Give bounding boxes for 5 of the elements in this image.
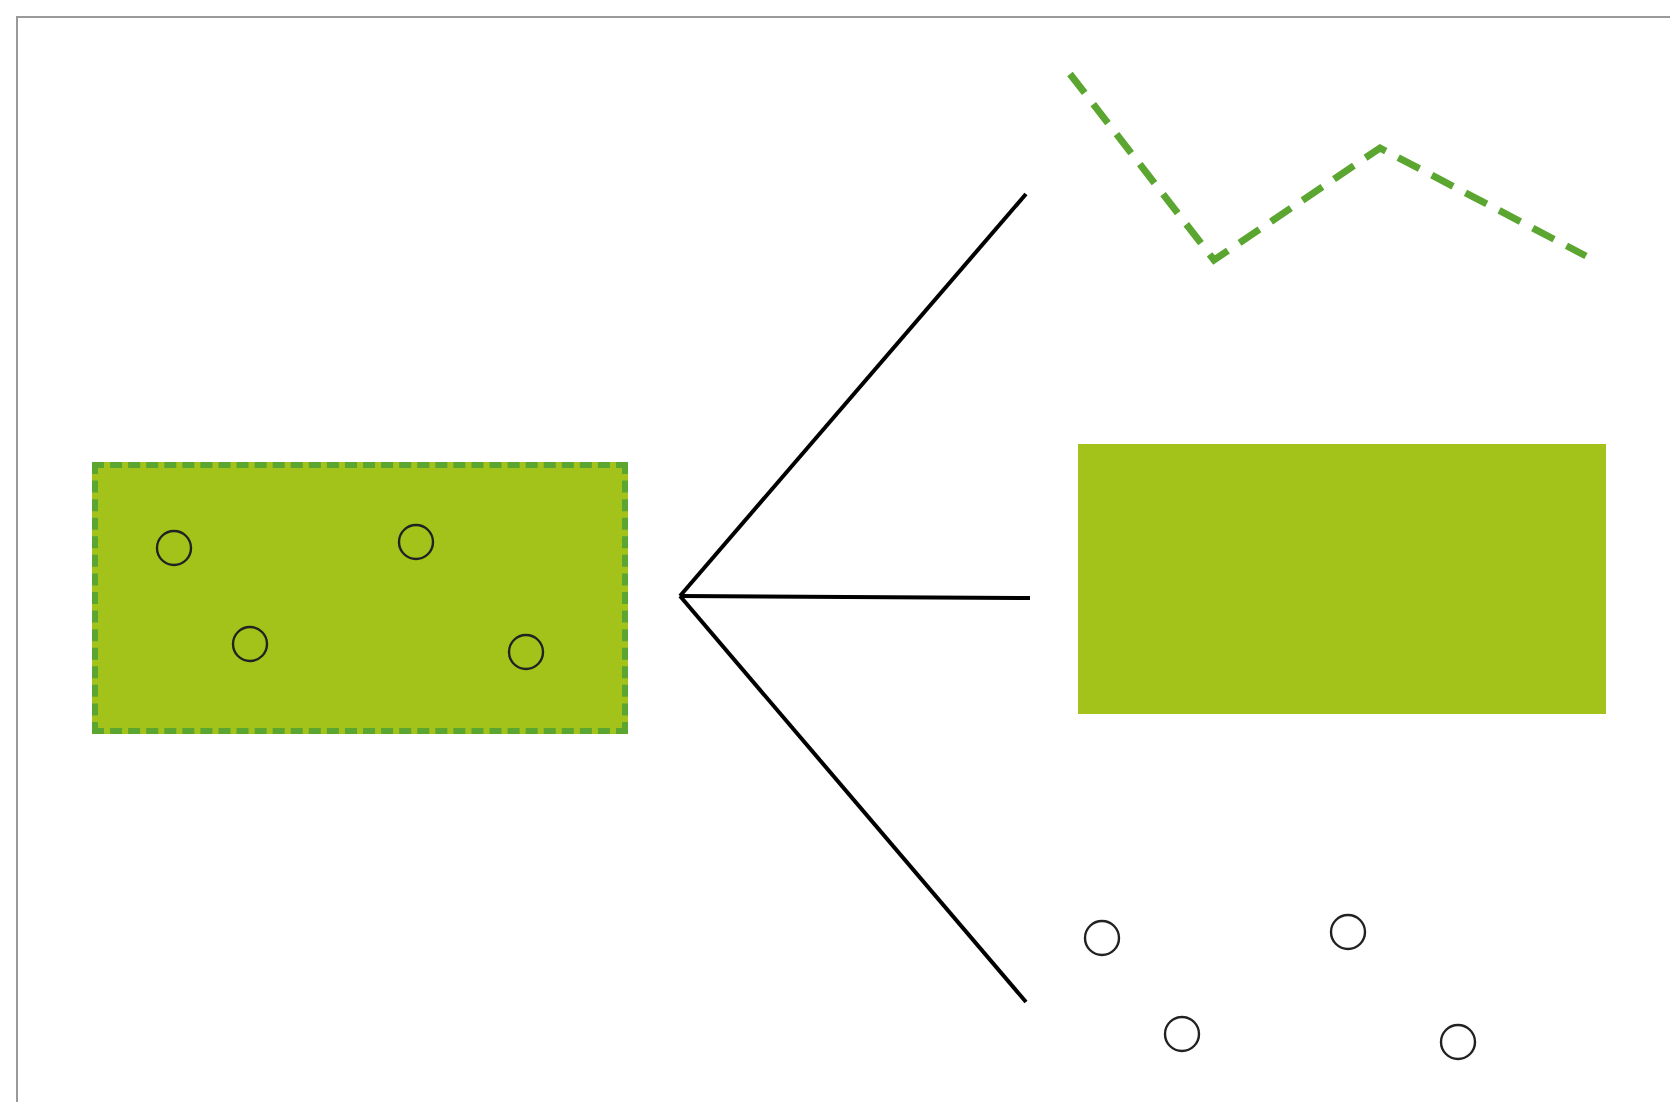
branch-line bbox=[680, 594, 1030, 600]
area-with-points bbox=[92, 462, 628, 734]
branch-line bbox=[678, 594, 1028, 1004]
filled-area bbox=[1078, 444, 1606, 714]
branch-line bbox=[678, 192, 1028, 598]
